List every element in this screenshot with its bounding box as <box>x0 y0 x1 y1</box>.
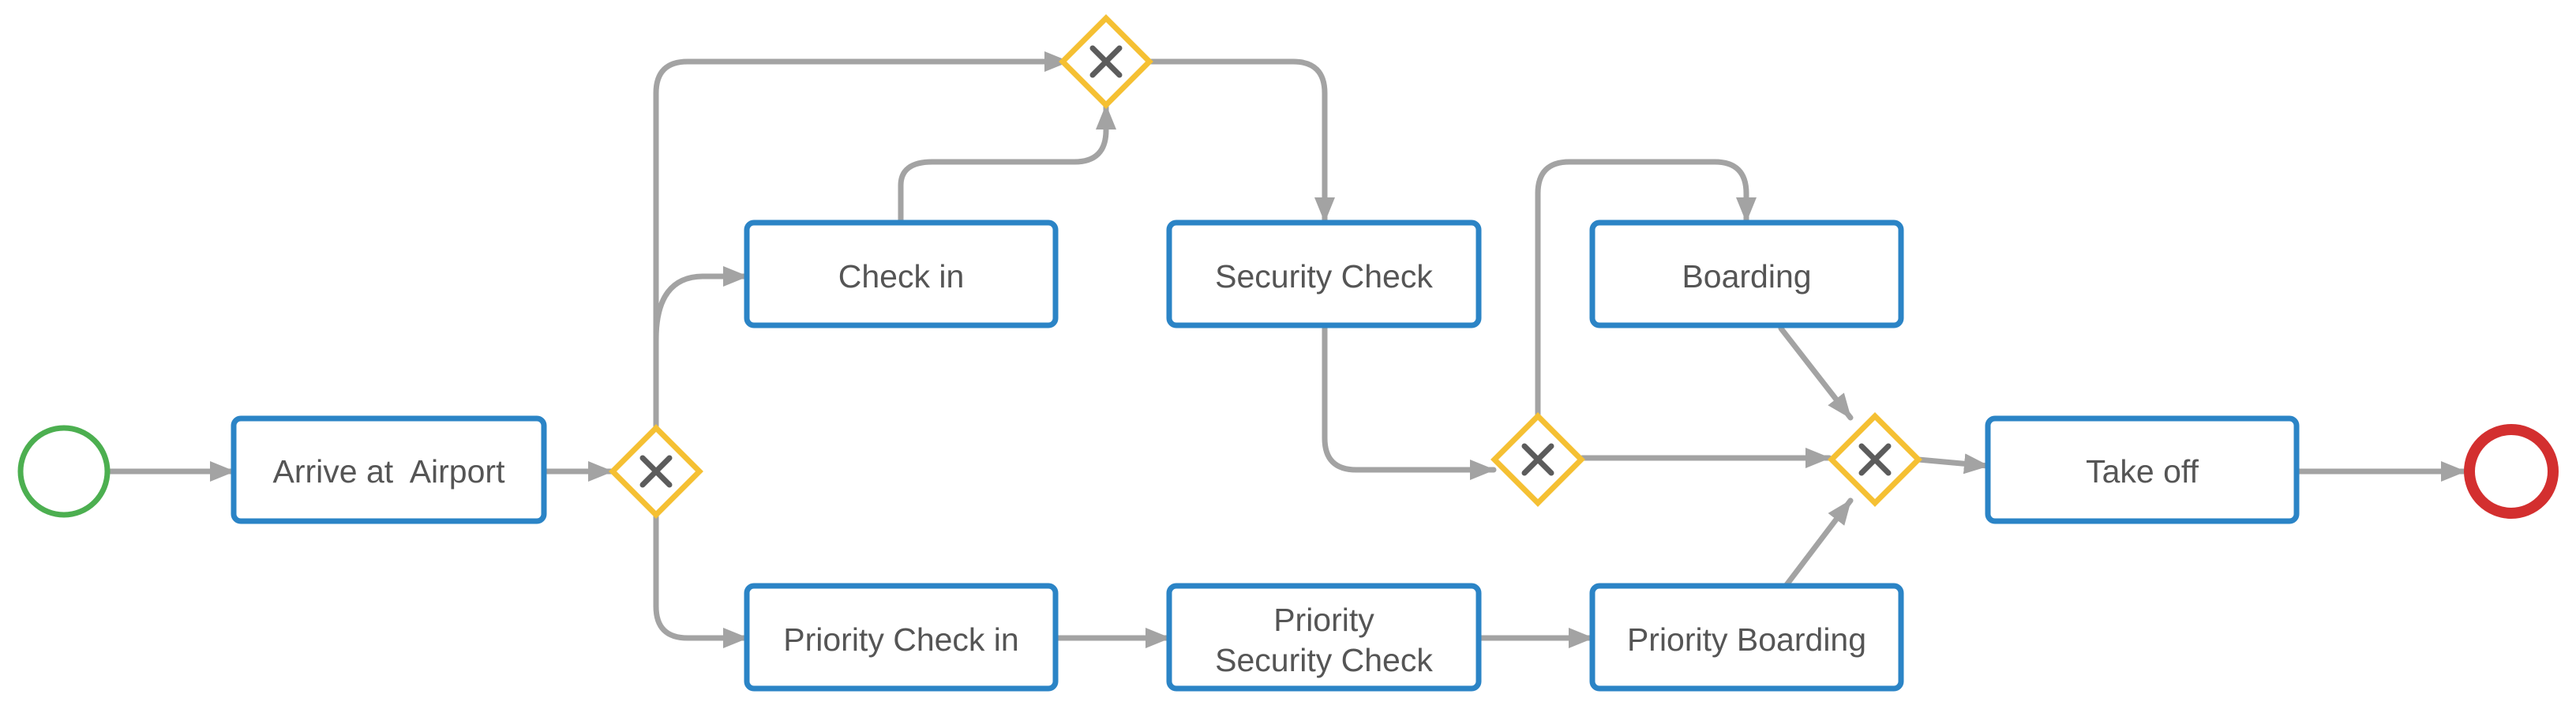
start-event[interactable] <box>17 425 111 518</box>
gateway-3[interactable] <box>1490 412 1585 507</box>
gateway-1[interactable] <box>609 424 703 519</box>
flow-gateway4-to-takeoff[interactable] <box>1915 453 1991 475</box>
task-label: Arrive at Airport <box>273 453 506 490</box>
flow-security-to-gateway3[interactable] <box>1322 325 1497 480</box>
gateway-4[interactable] <box>1828 412 1922 507</box>
end-event[interactable] <box>2464 424 2559 519</box>
exclusive-gateway-x-icon <box>639 455 673 488</box>
task-label: Boarding <box>1682 258 1811 295</box>
flow-gateway3-to-boarding[interactable] <box>1535 159 1757 428</box>
task-priority-check-in[interactable]: Priority Check in <box>744 583 1059 692</box>
task-label: Security Check <box>1215 258 1433 295</box>
task-label-line-1: Priority <box>1273 602 1374 638</box>
flow-priority-boarding-to-gateway4[interactable] <box>1783 497 1854 589</box>
task-label-line-2: Security Check <box>1215 642 1433 678</box>
task-check-in[interactable]: Check in <box>744 220 1059 328</box>
flow-checkin-to-gateway2[interactable] <box>898 103 1116 224</box>
exclusive-gateway-x-icon <box>1089 45 1123 78</box>
task-security-check[interactable]: Security Check <box>1166 220 1482 328</box>
flow-boarding-to-gateway4[interactable] <box>1778 325 1854 421</box>
flow-gateway1-to-checkin[interactable] <box>653 266 750 343</box>
start-event-circle-icon <box>17 425 111 518</box>
task-priority-security-check[interactable]: Priority Security Check <box>1166 583 1482 692</box>
task-priority-boarding[interactable]: Priority Boarding <box>1589 583 1904 692</box>
task-arrive-at-airport[interactable]: Arrive at Airport <box>231 415 547 524</box>
exclusive-gateway-x-icon <box>1858 443 1892 476</box>
task-boarding[interactable]: Boarding <box>1589 220 1904 328</box>
sequence-flows <box>106 51 2468 648</box>
flow-gateway2-to-security[interactable] <box>1147 58 1335 224</box>
flow-gateway1-to-gateway2[interactable] <box>653 51 1071 430</box>
flow-gateway1-to-priority-checkin[interactable] <box>653 512 750 648</box>
task-label: Priority Boarding <box>1627 621 1866 658</box>
task-label: Take off <box>2086 453 2199 490</box>
task-label: Priority Check in <box>783 621 1018 658</box>
gateway-2[interactable] <box>1059 14 1153 109</box>
exclusive-gateway-x-icon <box>1521 443 1554 476</box>
task-take-off[interactable]: Take off <box>1985 415 2300 524</box>
task-label: Check in <box>838 258 965 295</box>
end-event-circle-icon <box>2464 424 2559 519</box>
